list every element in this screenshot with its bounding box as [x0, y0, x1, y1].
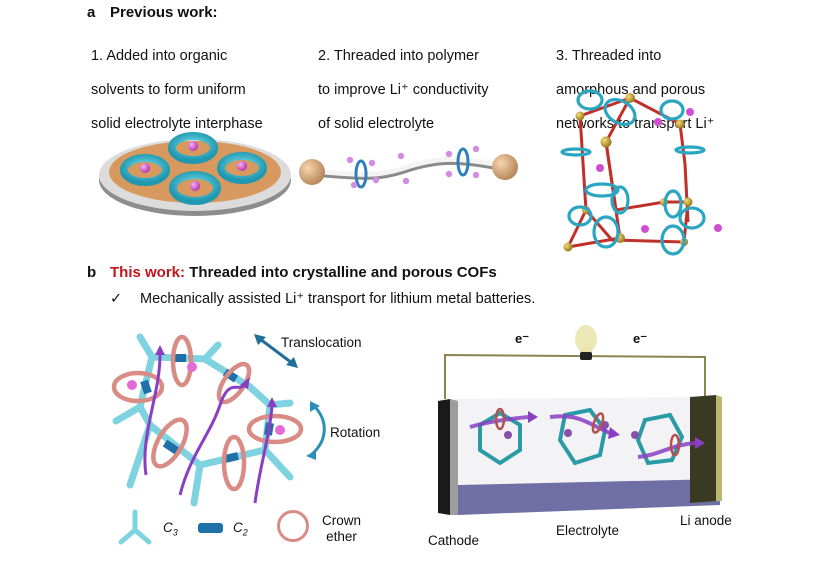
battery-diagram: [438, 325, 722, 515]
crown-ether-ring-icon: [277, 510, 309, 542]
li-ions: [596, 108, 722, 233]
arrowheads: [528, 411, 705, 449]
crown-ether-ring: [354, 159, 368, 189]
text-line: 1. Added into organic: [91, 48, 228, 64]
crown-ether-rings: [111, 334, 304, 492]
ditopic-linker-icon: [198, 523, 223, 533]
li-ions: [346, 145, 480, 189]
rotation-label: Rotation: [330, 425, 381, 440]
legend-subscript: 2: [242, 527, 248, 538]
text-line: solvents to form uniform: [91, 82, 246, 98]
cof-pore-diagram: [111, 333, 304, 507]
crown-ether-torus: [120, 154, 170, 186]
legend-symbol: C: [163, 520, 173, 535]
panel-b-heading: This work: Threaded into crystalline and…: [110, 264, 497, 281]
crown-ether-torus: [169, 171, 221, 205]
cathode-plate: [438, 399, 450, 515]
electron-right-label: e⁻: [633, 331, 648, 346]
crown-ether-rings: [560, 89, 706, 256]
panel-b-letter: b: [87, 264, 97, 281]
electrolyte-floor: [458, 479, 720, 515]
bullet-check-icon: ✓: [110, 291, 123, 307]
cathode-edge: [450, 399, 458, 515]
text-line: 3. Threaded into: [556, 48, 662, 64]
arrowheads: [155, 345, 277, 407]
li-transport-arrows: [469, 414, 696, 459]
li-ions: [504, 421, 639, 439]
translocation-arrow-icon: [254, 334, 298, 368]
heading-highlight: This work:: [110, 264, 186, 281]
crown-ether-torus: [168, 132, 218, 164]
stopper-bead: [492, 154, 518, 180]
panel-a-heading: Previous work:: [110, 4, 218, 21]
electron-left-label: e⁻: [515, 331, 530, 346]
light-bulb-icon: [575, 325, 597, 360]
panel-a-item-1-text: 1. Added into organic solvents to form u…: [91, 31, 263, 150]
text-line: solid electrolyte interphase: [91, 116, 263, 132]
crown-ether-disc-illustration: [99, 132, 291, 216]
legend-c3-label: C3: [163, 520, 178, 538]
bullet-text: Mechanically assisted Li⁺ transport for …: [140, 291, 536, 307]
text-line: of solid electrolyte: [318, 116, 435, 132]
text-line: Crown: [322, 513, 362, 528]
li-transport-arrows: [143, 354, 274, 504]
legend-crown-ether-label: Crown ether: [322, 513, 361, 545]
text-line: to improve Li⁺ conductivity: [318, 82, 489, 98]
crown-ether-torus: [217, 152, 267, 184]
rotation-arrow-icon: [306, 401, 326, 460]
amorphous-network-illustration: [560, 89, 722, 256]
crown-ether-ring: [456, 147, 470, 177]
li-anode-label: Li anode: [680, 513, 732, 528]
panel-a-item-2-text: 2. Threaded into polymer to improve Li⁺ …: [318, 31, 488, 150]
li-anode-plate: [690, 395, 716, 503]
legend-symbol: C: [233, 520, 243, 535]
legend-subscript: 3: [172, 527, 178, 538]
heading-rest: Threaded into crystalline and porous COF…: [185, 264, 497, 281]
legend-c2-label: C2: [233, 520, 248, 538]
text-line: 2. Threaded into polymer: [318, 48, 479, 64]
translocation-label: Translocation: [281, 335, 362, 350]
panel-a-letter: a: [87, 4, 96, 21]
stopper-bead: [299, 159, 325, 185]
text-line: ether: [326, 529, 357, 544]
li-ions: [127, 362, 285, 435]
polyrotaxane-illustration: [299, 145, 518, 189]
cathode-label: Cathode: [428, 533, 480, 548]
panel-a-item-3-text: 3. Threaded into amorphous and porous ne…: [556, 31, 714, 150]
tritopic-linker-icon: [118, 509, 152, 545]
crown-ether-rings: [494, 407, 681, 457]
electrolyte-label: Electrolyte: [556, 523, 620, 538]
external-wire: [444, 353, 706, 399]
anode-edge: [716, 395, 722, 501]
cof-hexagons: [478, 407, 685, 466]
